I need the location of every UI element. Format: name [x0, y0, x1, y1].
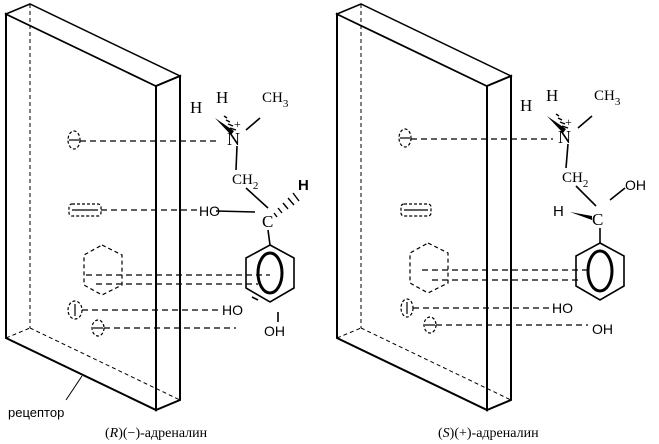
- left-hash-stereo: [273, 192, 300, 218]
- right-atom-ho-ring-a: HO: [552, 300, 573, 316]
- left-atom-ch2: CH2: [232, 172, 258, 192]
- right-receptor-slab: [335, 3, 513, 412]
- right-aromatic-ring: [586, 249, 614, 293]
- left-atom-ch3: CH3: [262, 90, 289, 110]
- left-interaction-lines: [80, 140, 270, 329]
- right-wedge-stereo: [570, 212, 592, 220]
- left-hash-h: [223, 115, 237, 131]
- right-atom-ho-ring-b: OH: [592, 321, 613, 337]
- left-atom-n: N: [227, 129, 240, 149]
- right-atom-ch3: CH3: [594, 88, 621, 108]
- right-atom-ch2: CH2: [562, 170, 588, 190]
- left-receptor-label: рецептор: [8, 405, 64, 420]
- right-atom-n: N: [558, 127, 571, 147]
- left-molecule-bonds: [235, 117, 295, 322]
- left-flat-site: [83, 244, 123, 296]
- left-atom-plus: +: [234, 117, 241, 131]
- left-atom-h-stereo: H: [298, 177, 309, 194]
- left-atom-ho-ring-b: OH: [264, 323, 285, 339]
- left-panel: H H N + CH3 CH2 C H HO HO OH рецептор (R…: [4, 3, 309, 441]
- left-anionic-site: [67, 130, 81, 150]
- right-atom-h2: H: [546, 86, 558, 105]
- right-anionic-site: [398, 128, 412, 148]
- right-caption: (S)(+)-адреналин: [438, 426, 539, 441]
- left-atom-c: C: [262, 212, 273, 231]
- right-interaction-lines: [411, 138, 592, 326]
- left-receptor-pointer: [65, 375, 83, 401]
- left-atom-h2: H: [216, 88, 228, 107]
- left-receptor-slab: [4, 3, 182, 412]
- left-atom-ho-top: HO: [199, 203, 220, 219]
- right-hash-h: [555, 113, 569, 129]
- right-atom-c: C: [592, 210, 603, 229]
- right-flat-site: [409, 242, 449, 294]
- left-atom-h1: H: [190, 98, 202, 117]
- right-panel: H H N + CH3 CH2 C H OH HO OH (S)(+)-адре…: [335, 3, 646, 441]
- left-hbond-site: [68, 203, 102, 217]
- left-caption: (R)(−)-адреналин: [105, 426, 208, 441]
- right-atom-h-stereo: H: [553, 203, 564, 220]
- left-wedge-h: [215, 118, 234, 135]
- right-wedge-h: [547, 116, 566, 133]
- right-atom-h1: H: [520, 96, 532, 115]
- right-hbond-site: [400, 203, 432, 217]
- left-aromatic-ring: [256, 251, 284, 295]
- right-atom-plus: +: [565, 115, 572, 129]
- left-atom-ho-ring-a: HO: [222, 302, 243, 318]
- right-molecule-bonds: [565, 115, 626, 301]
- right-atom-oh-top: OH: [625, 177, 646, 193]
- left-c-to-ho: [215, 210, 256, 213]
